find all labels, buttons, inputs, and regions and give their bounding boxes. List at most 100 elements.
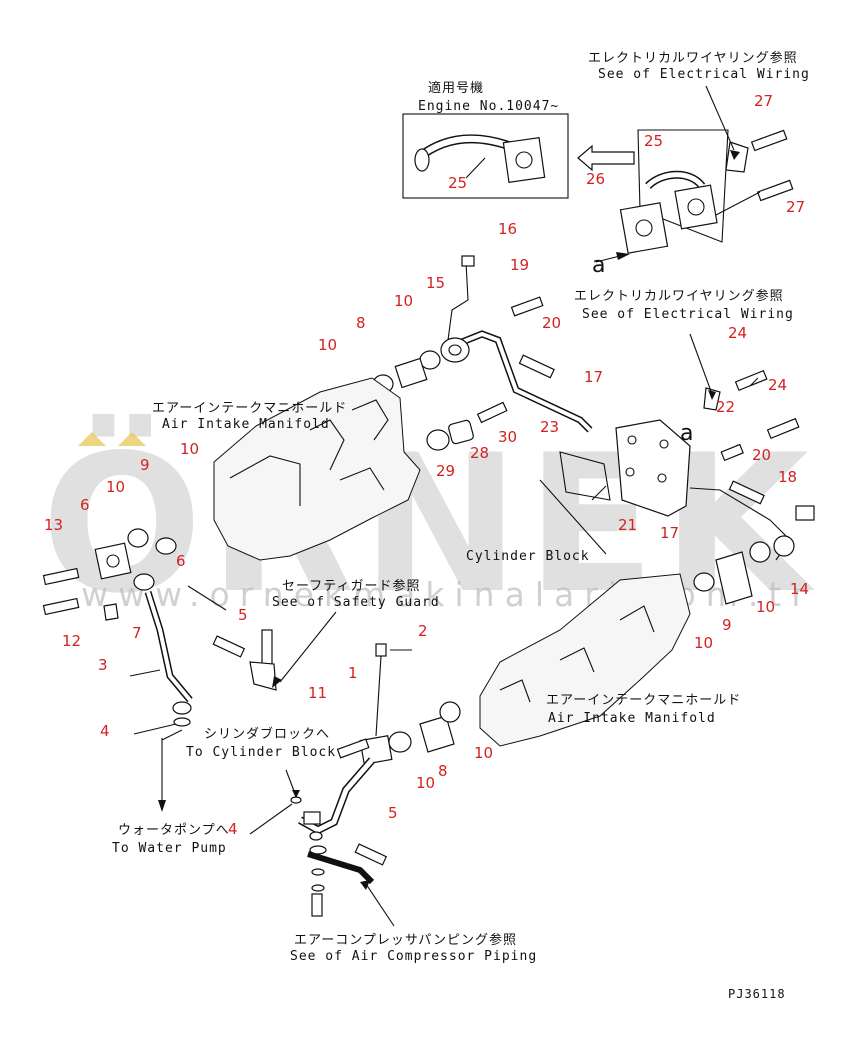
callout-13: 13 — [44, 516, 63, 534]
callout-5a: 5 — [238, 606, 248, 624]
safety-guard-bracket — [249, 611, 337, 691]
label-elec-wiring-2-en: See of Electrical Wiring — [582, 307, 794, 322]
gasket-10e — [439, 701, 461, 723]
bolt-24a — [734, 369, 768, 392]
tr-frame — [637, 129, 729, 243]
plug-7 — [103, 603, 119, 621]
tr-gasket — [619, 202, 669, 254]
callout-3: 3 — [98, 656, 108, 674]
banjo — [303, 811, 321, 825]
bracket-23 — [559, 451, 611, 501]
callout-10d: 10 — [106, 478, 125, 496]
callout-17b: 17 — [660, 524, 679, 542]
callout-22: 22 — [716, 398, 735, 416]
part-edge — [795, 505, 815, 521]
label-safety-guard-jp: セーフティガード参照 — [282, 578, 420, 594]
bolt-20b — [720, 443, 744, 462]
bolt-27a — [750, 129, 788, 152]
watermark-accent-2 — [118, 432, 146, 446]
gasket-10d — [388, 731, 412, 753]
callout-25: 25 — [644, 132, 663, 150]
callout-9a: 9 — [140, 456, 150, 474]
bolt-27b — [756, 179, 794, 202]
callout-18: 18 — [778, 468, 797, 486]
gasket-29 — [426, 429, 450, 451]
inset-title-jp: 適用号機 — [428, 80, 484, 96]
bracket-guard — [249, 661, 277, 691]
callout-12: 12 — [62, 632, 81, 650]
manifold-lower — [479, 573, 691, 747]
bracket-15 — [447, 261, 469, 341]
callout-6a: 6 — [80, 496, 90, 514]
label-cylinder-block: Cylinder Block — [466, 549, 590, 564]
callout-24b: 24 — [768, 376, 787, 394]
flange-14 — [773, 535, 795, 557]
callout-15: 15 — [426, 274, 445, 292]
lower-manifold-assembly — [479, 505, 815, 747]
callout-21: 21 — [618, 516, 637, 534]
callout-26: 26 — [586, 170, 605, 188]
callout-4b: 4 — [228, 820, 238, 838]
inset-flange — [502, 137, 546, 183]
manifold-upper — [213, 377, 421, 561]
label-air-intake-2-en: Air Intake Manifold — [548, 711, 716, 726]
inset-flange-hole — [515, 151, 533, 169]
block-21 — [615, 419, 691, 517]
label-air-comp-jp: エアーコンプレッサパンピング参照 — [294, 932, 517, 948]
callout-6b: 6 — [176, 552, 186, 570]
bolt-30 — [476, 401, 508, 424]
label-air-intake-1-jp: エアーインテークマニホールド — [152, 401, 347, 416]
bolt-bottom — [311, 893, 323, 917]
watermark-accent-1 — [78, 432, 106, 446]
callout-29: 29 — [436, 462, 455, 480]
inset-frame — [402, 113, 569, 199]
bolt-11 — [336, 738, 370, 759]
drawing-code: PJ36118 — [728, 987, 786, 1001]
callout-16: 16 — [498, 220, 517, 238]
callout-4a: 4 — [100, 722, 110, 740]
bolt-5b — [354, 843, 388, 866]
bolt-20a — [518, 354, 555, 379]
label-to-cyl-en: To Cylinder Block — [186, 745, 336, 760]
callout-28: 28 — [470, 444, 489, 462]
callout-numbers: 25 25 26 27 27 16 19 15 10 20 8 10 24 17… — [44, 92, 809, 838]
callout-24a: 24 — [728, 324, 747, 342]
view-marker-a1: a — [592, 253, 605, 278]
bolt-5a — [212, 635, 246, 658]
inset-title-en: Engine No.10047~ — [418, 99, 559, 114]
label-air-intake-2-jp: エアーインテークマニホールド — [546, 693, 741, 708]
plug-2 — [375, 643, 387, 657]
bolt-18 — [728, 480, 765, 505]
gasket-10g — [749, 541, 771, 563]
callout-10g: 10 — [474, 744, 493, 762]
label-elec-wiring-2-jp: エレクトリカルワイヤリング参照 — [574, 288, 784, 304]
callout-10f: 10 — [694, 634, 713, 652]
callout-7: 7 — [132, 624, 142, 642]
callout-27a: 27 — [754, 92, 773, 110]
connector-9 — [715, 551, 753, 605]
flange-6a — [94, 542, 132, 580]
flange-6b — [133, 573, 155, 591]
callout-5b: 5 — [388, 804, 398, 822]
view-marker-a2: a — [680, 421, 693, 446]
bolt-12 — [42, 597, 80, 616]
upper-manifold-assembly — [213, 255, 800, 561]
callout-20b: 20 — [752, 446, 771, 464]
callout-2: 2 — [418, 622, 428, 640]
callout-10b: 10 — [318, 336, 337, 354]
flange-1 — [359, 735, 393, 765]
label-safety-guard-en: See of Safety Guard — [272, 595, 440, 610]
top-right-assembly — [595, 85, 794, 263]
label-elec-wiring-1-en: See of Electrical Wiring — [598, 67, 810, 82]
connector-8 — [394, 357, 428, 389]
callout-23: 23 — [540, 418, 559, 436]
oring-4a — [173, 717, 191, 727]
inset-leader — [465, 157, 486, 179]
callout-10a: 10 — [394, 292, 413, 310]
gasket-10f — [693, 572, 715, 592]
callout-30: 30 — [498, 428, 517, 446]
tr-flange — [674, 184, 718, 230]
tr-clip — [725, 141, 749, 173]
label-air-intake-1-en: Air Intake Manifold — [162, 417, 330, 432]
